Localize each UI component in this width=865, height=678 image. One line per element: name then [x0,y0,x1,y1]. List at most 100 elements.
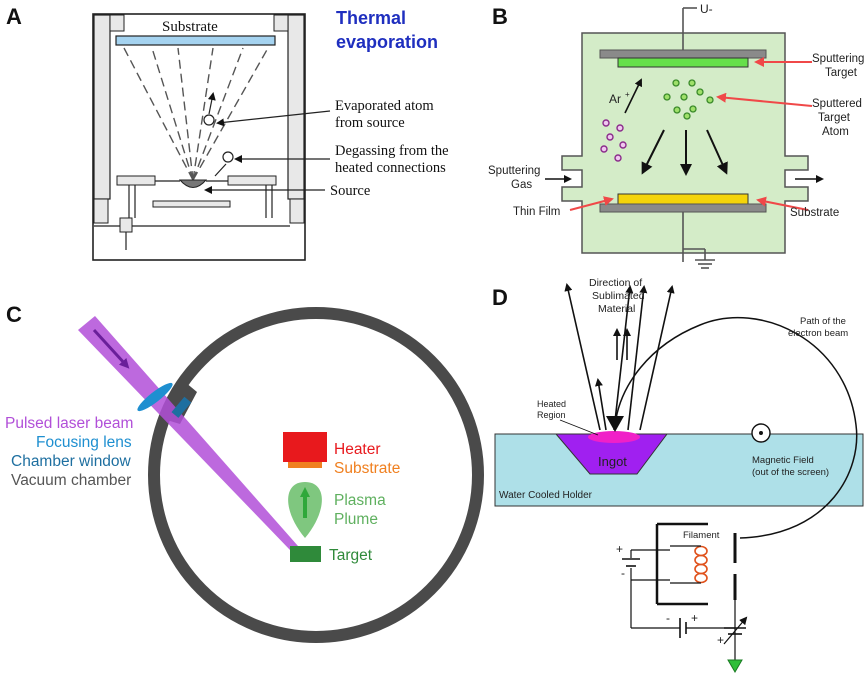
atom-pointer [716,92,813,107]
atom-motion-arrow [207,92,216,115]
heated-label-1: Heated [537,399,566,409]
evap-atom-label-2: from source [335,115,405,131]
degassing-atom [222,151,234,163]
direction-label-3: Material [598,303,635,315]
ar-ion-charge: + [625,90,630,99]
voltage-label: U- [700,2,713,16]
filament-minus-sign: - [621,566,625,580]
focusing-lens-label: Focusing lens [36,434,132,451]
evap-atom-pointer [216,110,331,127]
holder-label: Water Cooled Holder [499,490,593,501]
heated-pointer [559,419,599,436]
panel-c-letter: C [6,302,22,327]
panel-b-letter: B [492,4,508,29]
target-holder [599,49,767,59]
chamber-right-wall [287,14,305,200]
ion-arrow [624,78,642,114]
sputtering-target-label-1: Sputtering [812,53,864,65]
direction-label-2: Sublimated [592,290,645,302]
thermal-title-line1: Thermal [336,8,406,28]
gas-label-1: Sputtering [488,165,540,177]
sputtering-target-label-2: Target [825,67,858,79]
degassing-trail [214,163,227,177]
sputtered-atom-label-2: Target [818,112,851,124]
target-c-label: Target [329,547,373,564]
water-cooled-holder [494,433,864,507]
panel-a-letter: A [6,4,22,29]
chamber-top-right-lip [273,14,289,32]
chamber-top-left-lip [109,14,125,32]
source-label: Source [330,183,370,199]
evap-atom-label-1: Evaporated atom [335,98,434,114]
plasma-label-2: Plume [334,511,378,528]
shutter-plate [152,200,231,208]
filament-plus-sign: + [616,542,623,556]
laser-beam [78,316,298,550]
ar-ions [600,119,627,162]
evaporated-atom [203,114,215,126]
hv-minus-sign: - [666,611,670,625]
left-electrode [116,175,156,186]
gas-label-2: Gas [511,179,532,191]
magnetic-label-1: Magnetic Field [752,455,814,466]
thin-film-label: Thin Film [513,206,560,218]
heated-label-2: Region [537,410,566,420]
hv-source-plus-sign: + [717,633,724,647]
vacuum-chamber-label: Vacuum chamber [11,472,131,489]
sputtered-atom-label-3: Atom [822,126,849,138]
heated-region [588,431,640,443]
ground-terminal [727,659,743,673]
electron-beam-path [614,316,858,539]
substrate-plate [115,35,276,46]
evaporation-rays [123,47,269,181]
chamber-window-label: Chamber window [11,453,132,470]
sputtered-atoms [663,79,714,120]
panel-a: A Substrate [6,4,449,261]
electron-beam-head [606,416,624,432]
thin-film [617,193,749,205]
heater [283,432,327,462]
path-label-1: Path of the [800,316,846,327]
feedthrough [119,217,133,233]
panel-b: B U- Ar + [488,2,864,269]
target-c [290,546,321,562]
substrate-pointer [756,196,809,211]
path-label-2: electron beam [788,328,848,339]
sublimation-arrows [564,283,675,431]
direction-label-1: Direction of [589,277,642,289]
vacuum-chamber [148,307,484,643]
chamber-outline [92,13,306,261]
ar-ion-label: Ar [609,92,621,106]
pulsed-laser-label: Pulsed laser beam [5,415,133,432]
focusing-lens [137,382,173,412]
degassing-label-1: Degassing from the [335,143,449,159]
panel-c: C Pulsed laser beam Focusing lens Chambe… [5,302,484,643]
substrate-holder [599,203,767,213]
heater-label: Heater [334,441,381,458]
ingot-label: Ingot [598,454,627,469]
hv-plus-sign: + [691,611,698,625]
plasma-label-1: Plasma [334,492,386,509]
chamber-left-wall [93,14,111,200]
filament-coil [694,545,708,584]
substrate-c [288,462,322,468]
sputtering-target [617,57,749,68]
panel-d: D [492,277,864,673]
deposit-arrow-left [641,129,665,175]
thermal-title-line2: evaporation [336,32,438,52]
laser-direction-arrow [92,328,130,369]
filament-label: Filament [683,530,720,541]
substrate-label: Substrate [162,19,218,35]
source-boat [178,179,208,188]
sputtered-atom-label-1: Sputtered [812,98,862,110]
panel-d-letter: D [492,285,508,310]
deposit-arrow-right [706,129,728,175]
chamber-window [171,396,192,418]
magnetic-label-2: (out of the screen) [752,467,829,478]
substrate-c-label: Substrate [334,460,400,477]
right-electrode [227,175,277,186]
thin-film-pointer [569,196,614,211]
substrate-b-label: Substrate [790,207,839,219]
degassing-label-2: heated connections [335,160,446,176]
